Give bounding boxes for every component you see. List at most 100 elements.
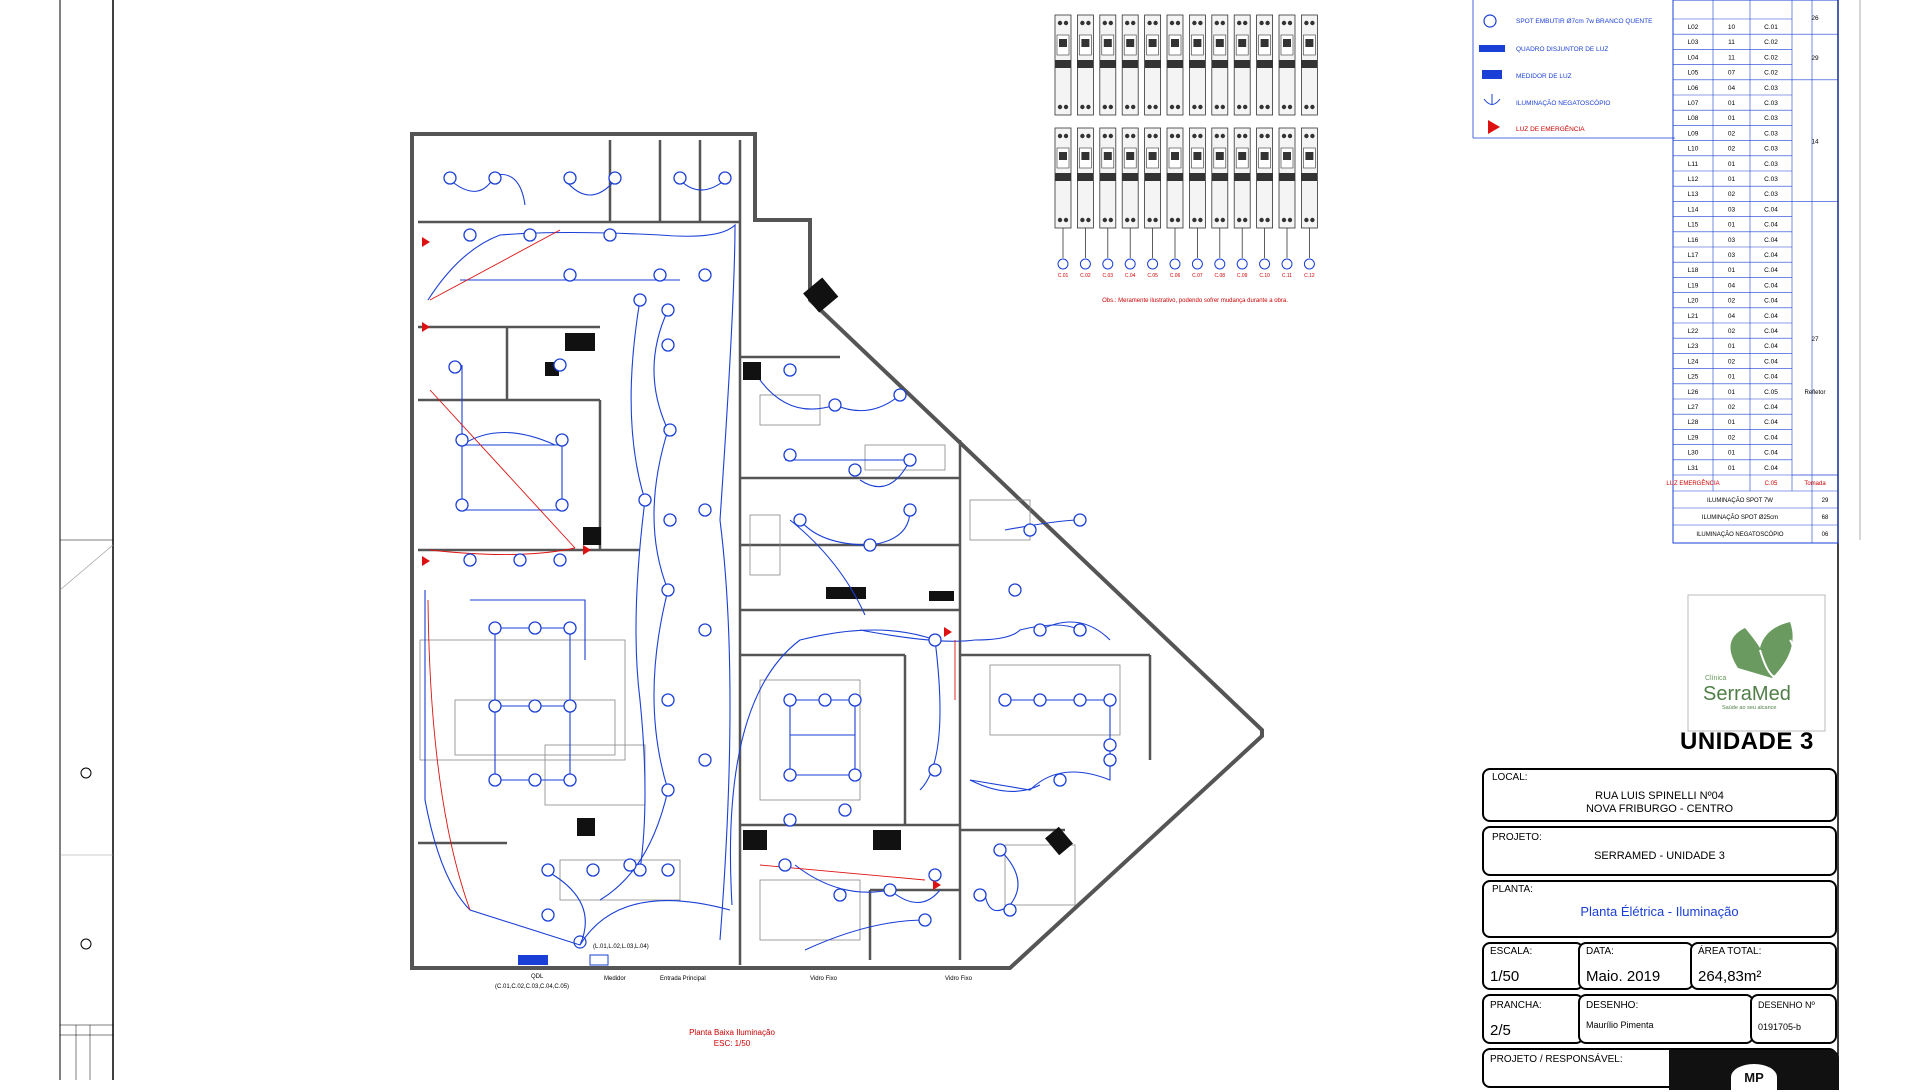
breaker-output-icon [1214, 258, 1226, 270]
spot-fixture-icon [488, 171, 502, 185]
summary-label: ILUMINAÇÃO SPOT Ø25cm [1702, 514, 1778, 521]
circuit-table-cell: L26 [1688, 389, 1699, 396]
spot-fixture-icon [848, 463, 862, 477]
negatoscope-icon [1483, 94, 1501, 105]
emergency-row-note: Tomada [1804, 481, 1826, 487]
circuit-table-cell: 01 [1728, 343, 1736, 350]
spot-fixture-icon [838, 803, 852, 817]
circuit-table-cell: C.02 [1764, 54, 1778, 61]
spot-fixture-icon [1053, 773, 1067, 787]
spot-fixture-icon [563, 171, 577, 185]
spot-fixture-icon [586, 863, 600, 877]
circuit-table-cell: C.04 [1764, 374, 1778, 381]
interior-walls [418, 140, 1152, 965]
circuit-table-cell: 01 [1728, 465, 1736, 472]
circuit-table-cell: 01 [1728, 419, 1736, 426]
data-label: DATA: [1586, 946, 1614, 957]
circuit-table-cell: L10 [1688, 146, 1699, 153]
circuit-table-cell: L25 [1688, 374, 1699, 381]
legend-label-spot: SPOT EMBUTIR Ø7cm 7w BRANCO QUENTE [1516, 18, 1653, 25]
circuit-table-cell: 01 [1728, 176, 1736, 183]
circuit-table-cell: C.04 [1764, 206, 1778, 213]
desenho-label: DESENHO: [1586, 1000, 1639, 1011]
breaker-label: C.01 [1058, 273, 1069, 279]
circuit-table-cell: C.03 [1764, 115, 1778, 122]
breaker-output-icon [1102, 258, 1114, 270]
circuit-group-total: 27 [1811, 336, 1819, 343]
circuit-table-cell: L24 [1688, 358, 1699, 365]
spot-fixture-icon [541, 908, 555, 922]
circuit-table-cell: L18 [1688, 267, 1699, 274]
circuit-table-cell: 07 [1728, 70, 1736, 77]
circuit-table-cell: C.04 [1764, 313, 1778, 320]
responsavel-logo: MP [1669, 1050, 1839, 1090]
circuit-table-cell: 11 [1728, 54, 1735, 61]
summary-label: ILUMINAÇÃO SPOT 7W [1707, 497, 1773, 504]
circuit-table-cell: 02 [1728, 130, 1736, 137]
spot-fixture-icon [563, 773, 577, 787]
spot-fixture-icon [663, 513, 677, 527]
circuit-table-cell: C.04 [1764, 252, 1778, 259]
circuit-group-total: 14 [1811, 139, 1819, 146]
circuit-table-cell: L28 [1688, 419, 1699, 426]
circuit-table-cell: 03 [1728, 237, 1736, 244]
breaker-output-icon [1147, 258, 1159, 270]
spot-fixture-icon [528, 699, 542, 713]
entrance-label: Entrada Principal [660, 976, 706, 982]
spot-fixture-icon [563, 621, 577, 635]
circuit-table-cell: C.03 [1764, 176, 1778, 183]
logo-name: SerraMed [1703, 683, 1791, 705]
breaker-label: C.07 [1192, 273, 1203, 279]
responsavel-label: PROJETO / RESPONSÁVEL: [1490, 1054, 1623, 1065]
planta-value: Planta Élétrica - Iluminação [1580, 904, 1739, 919]
spot-fixture-icon [638, 493, 652, 507]
spot-fixture-icon [698, 268, 712, 282]
breaker-label: C.10 [1259, 273, 1270, 279]
meter-symbol [589, 954, 609, 966]
circuit-table-cell: C.04 [1764, 222, 1778, 229]
spot-fixture-icon [698, 623, 712, 637]
desenho-n-label: DESENHO Nº [1758, 1000, 1815, 1010]
circuit-table-cell: 01 [1728, 374, 1736, 381]
projeto-label: PROJETO: [1492, 832, 1542, 843]
circuit-table-cell: C.04 [1764, 450, 1778, 457]
desenho-box: DESENHO: Maurílio Pimenta [1578, 994, 1754, 1044]
meter-icon [1482, 70, 1502, 79]
circuit-table-cell: C.04 [1764, 434, 1778, 441]
circuit-table-cell: 02 [1728, 298, 1736, 305]
circuit-table-cell: C.04 [1764, 465, 1778, 472]
area-label: ÁREA TOTAL: [1698, 946, 1762, 957]
unit-title: UNIDADE 3 [1680, 728, 1814, 755]
local-label: LOCAL: [1492, 772, 1528, 783]
area-value: 264,83m² [1698, 968, 1762, 985]
spot-fixture-icon [1073, 693, 1087, 707]
spot-fixture-icon [513, 553, 527, 567]
spot-fixture-icon [718, 171, 732, 185]
circuit-table-cell: 01 [1728, 389, 1736, 396]
spot-fixture-icon [893, 388, 907, 402]
spot-fixture-icon [848, 768, 862, 782]
desenho-value: Maurílio Pimenta [1586, 1020, 1654, 1030]
circuit-table-cell: L13 [1688, 191, 1699, 198]
spot-fixture-icon [661, 863, 675, 877]
spot-fixture-icon [553, 358, 567, 372]
spot-fixture-icon [623, 858, 637, 872]
circuit-table-cell: 01 [1728, 115, 1736, 122]
circuit-table-cell: L05 [1688, 70, 1699, 77]
legend-label-negatoscope: ILUMINAÇÃO NEGATOSCÓPIO [1516, 98, 1610, 107]
spot-fixture-icon [1033, 693, 1047, 707]
spot-fixture-icon [1033, 623, 1047, 637]
breaker-output-icon [1236, 258, 1248, 270]
spot-fixture-icon [1103, 753, 1117, 767]
circuit-table-cell: 02 [1728, 328, 1736, 335]
circuit-group-total: 26 [1811, 15, 1819, 22]
emergency-markers [422, 237, 952, 890]
circuit-table-cell: C.04 [1764, 237, 1778, 244]
spot-fixture-icon [488, 699, 502, 713]
summary-value: 06 [1822, 532, 1829, 538]
ceiling-spots [443, 171, 1117, 927]
spot-fixture-icon [1023, 523, 1037, 537]
circuit-table-cell: L16 [1688, 237, 1699, 244]
meter-label: Medidor [604, 976, 626, 982]
